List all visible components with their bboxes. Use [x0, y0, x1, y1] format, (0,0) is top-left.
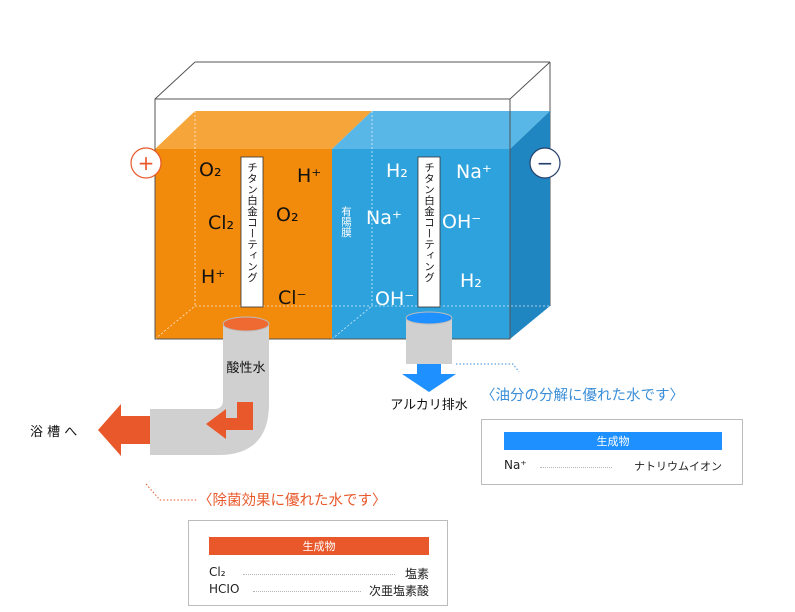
- acid-product-panel: 生成物 Cl₂ 塩素 HCIO 次亜塩素酸: [188, 520, 448, 606]
- alkaline-ion-3: Na⁺: [366, 207, 402, 229]
- acid-ion-5: H⁺: [201, 266, 225, 288]
- product-name: ナトリウムイオン: [634, 460, 722, 473]
- leader-dots: [253, 591, 361, 592]
- acid-panel-heading: 〈除菌効果に優れた水です〉: [198, 492, 387, 509]
- acid-drain-pipe: [150, 316, 270, 455]
- alkaline-water-label: アルカリ排水: [390, 398, 467, 413]
- product-name: 塩素: [404, 567, 429, 581]
- alkaline-flow-arrow: [402, 364, 456, 392]
- alkaline-ion-4: OH⁻: [442, 211, 481, 233]
- alkaline-product-panel: 生成物 Na⁺ ナトリウムイオン: [481, 419, 743, 485]
- product-name: 次亜塩素酸: [368, 584, 429, 598]
- alkaline-side-face: [510, 111, 550, 339]
- acid-water-label: 酸性水: [226, 361, 265, 376]
- alkaline-ion-2: Na⁺: [456, 161, 492, 183]
- cathode-plate: [417, 156, 441, 308]
- inner-edges: [154, 111, 550, 340]
- alkaline-panel-heading: 〈油分の分解に優れた水です〉: [481, 387, 684, 404]
- leader-dots: [243, 574, 395, 575]
- acid-ion-6: Cl⁻: [278, 287, 307, 309]
- alkaline-ion-6: H₂: [460, 270, 482, 292]
- bath-outflow-arrow: [98, 404, 150, 456]
- cathode-sign: −: [537, 151, 554, 175]
- tank-front-outline: [154, 98, 511, 340]
- leader-dots: [540, 467, 612, 468]
- anode-coating-label: チタン白金コーティング: [246, 162, 258, 283]
- acid-product-row: Cl₂ 塩素: [209, 565, 429, 581]
- anode-sign: +: [138, 151, 155, 175]
- alkaline-product-bar: 生成物: [504, 432, 722, 450]
- alkaline-product-row: Na⁺ ナトリウムイオン: [504, 458, 722, 474]
- membrane-label: 有陽膜: [340, 205, 352, 238]
- cathode-coating-label: チタン白金コーティング: [423, 162, 435, 283]
- anode-circle: [130, 147, 162, 179]
- acid-ion-4: O₂: [276, 204, 299, 226]
- alkaline-drain-pipe: [405, 311, 453, 364]
- acid-leader-line: [145, 483, 198, 501]
- alkaline-ion-1: H₂: [386, 160, 408, 182]
- acid-product-row: HCIO 次亜塩素酸: [209, 582, 429, 598]
- acid-ion-3: Cl₂: [208, 212, 234, 234]
- alkaline-ion-5: OH⁻: [375, 288, 414, 310]
- product-formula: HCIO: [209, 582, 240, 596]
- acid-ion-1: O₂: [199, 159, 222, 181]
- acid-water-top: [155, 111, 372, 149]
- acid-product-bar: 生成物: [209, 537, 429, 555]
- cathode-circle: [529, 147, 561, 179]
- alkaline-water-top: [332, 111, 550, 149]
- alkaline-leader-line: [456, 363, 520, 373]
- bath-label: 浴 槽 へ: [30, 425, 77, 440]
- acid-flow-arrow: [206, 402, 253, 439]
- acid-ion-2: H⁺: [297, 165, 321, 187]
- product-formula: Na⁺: [504, 458, 527, 472]
- anode-plate: [240, 156, 264, 308]
- product-formula: Cl₂: [209, 565, 226, 579]
